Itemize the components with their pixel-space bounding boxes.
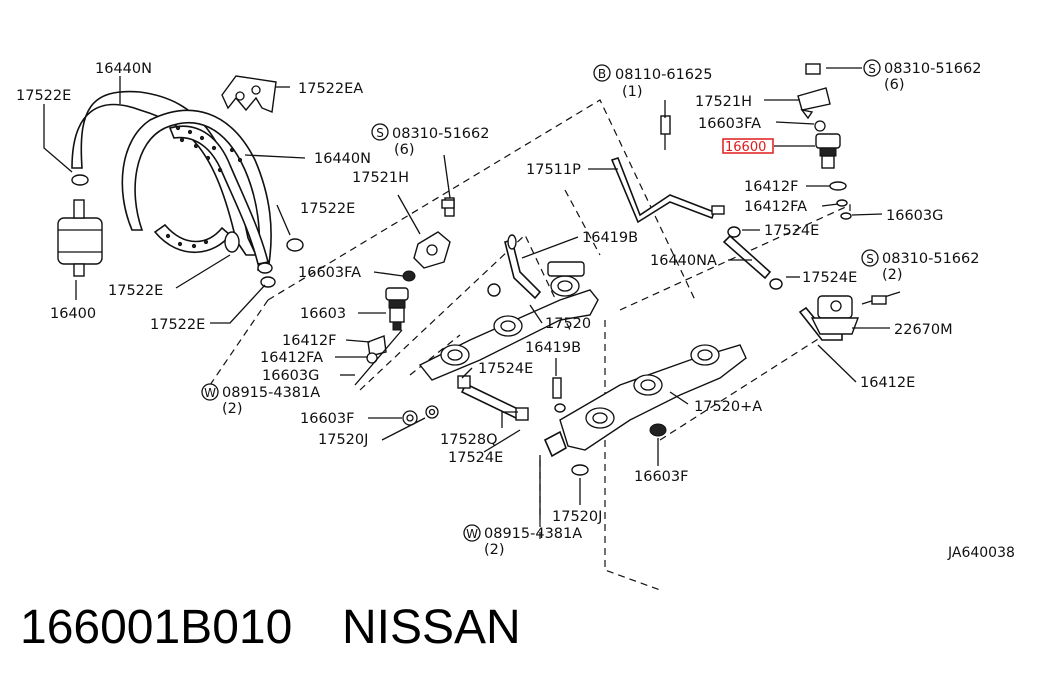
part-label: 08110-61625 bbox=[615, 67, 713, 83]
part-label: 16400 bbox=[50, 306, 96, 322]
highlighted-part-label: 16600 bbox=[725, 140, 766, 155]
part-label: (1) bbox=[622, 84, 643, 100]
part-label: (2) bbox=[484, 542, 505, 558]
part-label: 16419B bbox=[582, 230, 638, 246]
part-label: (6) bbox=[884, 77, 905, 93]
part-label: 17524E bbox=[448, 450, 503, 466]
symbol-s: S bbox=[866, 252, 874, 266]
symbol-w: W bbox=[204, 386, 216, 400]
part-label: 17528Q bbox=[440, 432, 498, 448]
part-label: 16603 bbox=[300, 306, 346, 322]
part-label: 08915-4381A bbox=[484, 526, 582, 542]
part-label: 16412E bbox=[860, 375, 915, 391]
part-label: 16603FA bbox=[698, 116, 761, 132]
part-label: 16440N bbox=[95, 61, 152, 77]
fuel-filter-part bbox=[57, 199, 103, 277]
part-label: 16419B bbox=[525, 340, 581, 356]
fuel-hose-part bbox=[71, 90, 304, 288]
part-label: 17522E bbox=[108, 283, 163, 299]
part-label: 08310-51662 bbox=[882, 251, 980, 267]
part-label: 17520J bbox=[552, 509, 602, 525]
part-label: (2) bbox=[882, 267, 903, 283]
part-label: 08310-51662 bbox=[884, 61, 982, 77]
part-label: (6) bbox=[394, 142, 415, 158]
part-label: 17511P bbox=[526, 162, 581, 178]
hose-clip-part bbox=[221, 75, 277, 113]
pressure-regulator-part bbox=[810, 291, 901, 335]
diagram-code: JA640038 bbox=[947, 545, 1015, 561]
symbol-b: B bbox=[598, 67, 606, 81]
symbol-markers: S B S S W W bbox=[201, 59, 881, 542]
part-label: 17520+A bbox=[694, 399, 762, 415]
part-label: 16440N bbox=[314, 151, 371, 167]
part-label: 17522E bbox=[300, 201, 355, 217]
fuel-injector-part bbox=[366, 287, 439, 426]
part-label: 17524E bbox=[764, 223, 819, 239]
part-number-caption: 166001B010 bbox=[20, 601, 293, 654]
brand-caption: NISSAN bbox=[342, 601, 521, 654]
part-label: 16412F bbox=[282, 333, 336, 349]
part-label: 17522E bbox=[16, 88, 71, 104]
part-label: 16440NA bbox=[650, 253, 717, 269]
fuel-injector-part bbox=[814, 120, 852, 220]
part-label: 22670M bbox=[894, 322, 953, 338]
part-label: 16603G bbox=[886, 208, 943, 224]
leader-lines bbox=[43, 67, 890, 520]
part-label: 16603F bbox=[300, 411, 354, 427]
part-label: 17524E bbox=[478, 361, 533, 377]
highlight-box bbox=[722, 138, 774, 154]
part-label: 16603F bbox=[634, 469, 688, 485]
part-label: 16603FA bbox=[298, 265, 361, 281]
part-label: (2) bbox=[222, 401, 243, 417]
part-label: 16603G bbox=[262, 368, 319, 384]
part-label: 17524E bbox=[802, 270, 857, 286]
part-label: 17520 bbox=[545, 316, 591, 332]
symbol-s: S bbox=[376, 126, 384, 140]
part-labels: 16440N 17522E 17522EA 16440N 17522E 1752… bbox=[16, 61, 1015, 561]
fuel-tube-part bbox=[487, 156, 725, 300]
fuel-rail-part bbox=[543, 344, 747, 476]
part-label: 16412F bbox=[744, 179, 798, 195]
symbol-w: W bbox=[466, 527, 478, 541]
part-label: 17520J bbox=[318, 432, 368, 448]
part-label: 17522EA bbox=[298, 81, 363, 97]
part-label: 16412FA bbox=[744, 199, 807, 215]
part-label: 17521H bbox=[352, 170, 409, 186]
bolt-part bbox=[441, 115, 671, 209]
part-label: 08915-4381A bbox=[222, 385, 320, 401]
symbol-s: S bbox=[868, 62, 876, 76]
part-label: 17522E bbox=[150, 317, 205, 333]
connector-tube-part bbox=[457, 375, 529, 421]
part-label: 17521H bbox=[695, 94, 752, 110]
pressure-sensor-part bbox=[797, 63, 831, 120]
pressure-sensor-part bbox=[402, 197, 455, 282]
part-label: 08310-51662 bbox=[392, 126, 490, 142]
part-label: 16412FA bbox=[260, 350, 323, 366]
fuel-rail-part bbox=[418, 261, 599, 381]
